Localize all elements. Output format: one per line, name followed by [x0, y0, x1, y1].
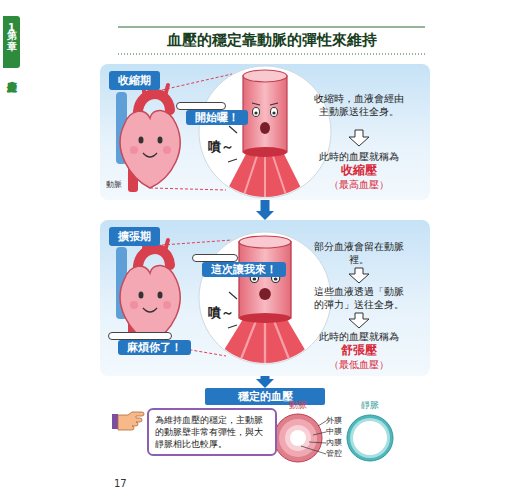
vein-adventitia [347, 415, 393, 461]
speech-text: 麻煩你了！ [118, 340, 191, 355]
pointing-hand [118, 412, 144, 430]
explanation-text: 此時的血壓就稱為 [311, 330, 407, 343]
chapter-number: 第1章 [3, 16, 20, 33]
page-number: 17 [114, 478, 138, 490]
note-box: 為維持血壓的穩定，主動脈的動脈壁非常有彈性，與大靜脈相比也較厚。 [147, 408, 277, 456]
explanation-text: 這些血液透過「動脈的彈力」送往全身。 [311, 285, 407, 311]
page-title: 血壓的穩定靠動脈的彈性來維持 [118, 31, 425, 50]
artery-intima [285, 425, 311, 451]
emphasis-term: 舒張壓 [311, 343, 407, 357]
phase-label: 擴張期 [109, 227, 160, 246]
explanation-text: 部分血液會留在動脈裡。 [311, 240, 407, 266]
flow-arrow [261, 376, 270, 379]
hand-cuff [112, 414, 118, 429]
layer-label: 外膜 [326, 416, 346, 426]
flow-arrow [261, 200, 270, 211]
emphasis-note: （最高血壓） [311, 178, 407, 191]
layer-label: 中膜 [326, 427, 346, 437]
title-rule [118, 53, 425, 54]
vessel-label: 動脈 [284, 400, 312, 411]
note-text: 為維持血壓的穩定，主動脈的動脈壁非常有彈性，與大靜脈相比也較厚。 [155, 414, 269, 450]
leader-line [301, 446, 326, 454]
vessel-label: 動脈 [106, 180, 136, 190]
chapter-title: 血壓是什麼？ [3, 74, 20, 84]
title-rule [118, 26, 425, 27]
vessel-label: 靜脈 [356, 400, 384, 411]
speech-bubble: 麻煩你了！ [108, 332, 172, 340]
leader-line [318, 421, 326, 426]
chapter-tab: 第1章血壓是什麼？ [3, 16, 20, 68]
leader-line [313, 432, 326, 435]
emphasis-term: 收縮壓 [311, 163, 407, 177]
artery-media [279, 419, 317, 457]
speech-text: 開始囉！ [186, 110, 248, 125]
layer-label: 內膜 [326, 438, 346, 448]
speech-bubble: 開始囉！ [176, 102, 226, 110]
artery-lumen [290, 430, 306, 446]
phase-label: 收縮期 [109, 71, 160, 90]
leader-line [309, 442, 326, 443]
explanation-text: 此時的血壓就稱為 [311, 150, 407, 163]
explanation-text: 收縮時，血液會經由主動脈送往全身。 [311, 92, 407, 118]
layer-label: 管腔 [326, 449, 346, 459]
sound-effect: 噴～ [208, 305, 242, 320]
emphasis-note: （最低血壓） [311, 358, 407, 371]
speech-bubble: 這次讓我來！ [192, 254, 238, 262]
vein-media [350, 418, 390, 458]
speech-text: 這次讓我來！ [202, 262, 286, 277]
vein-lumen [353, 421, 387, 455]
artery-adventitia [274, 414, 322, 462]
sound-effect: 噴～ [208, 139, 242, 154]
